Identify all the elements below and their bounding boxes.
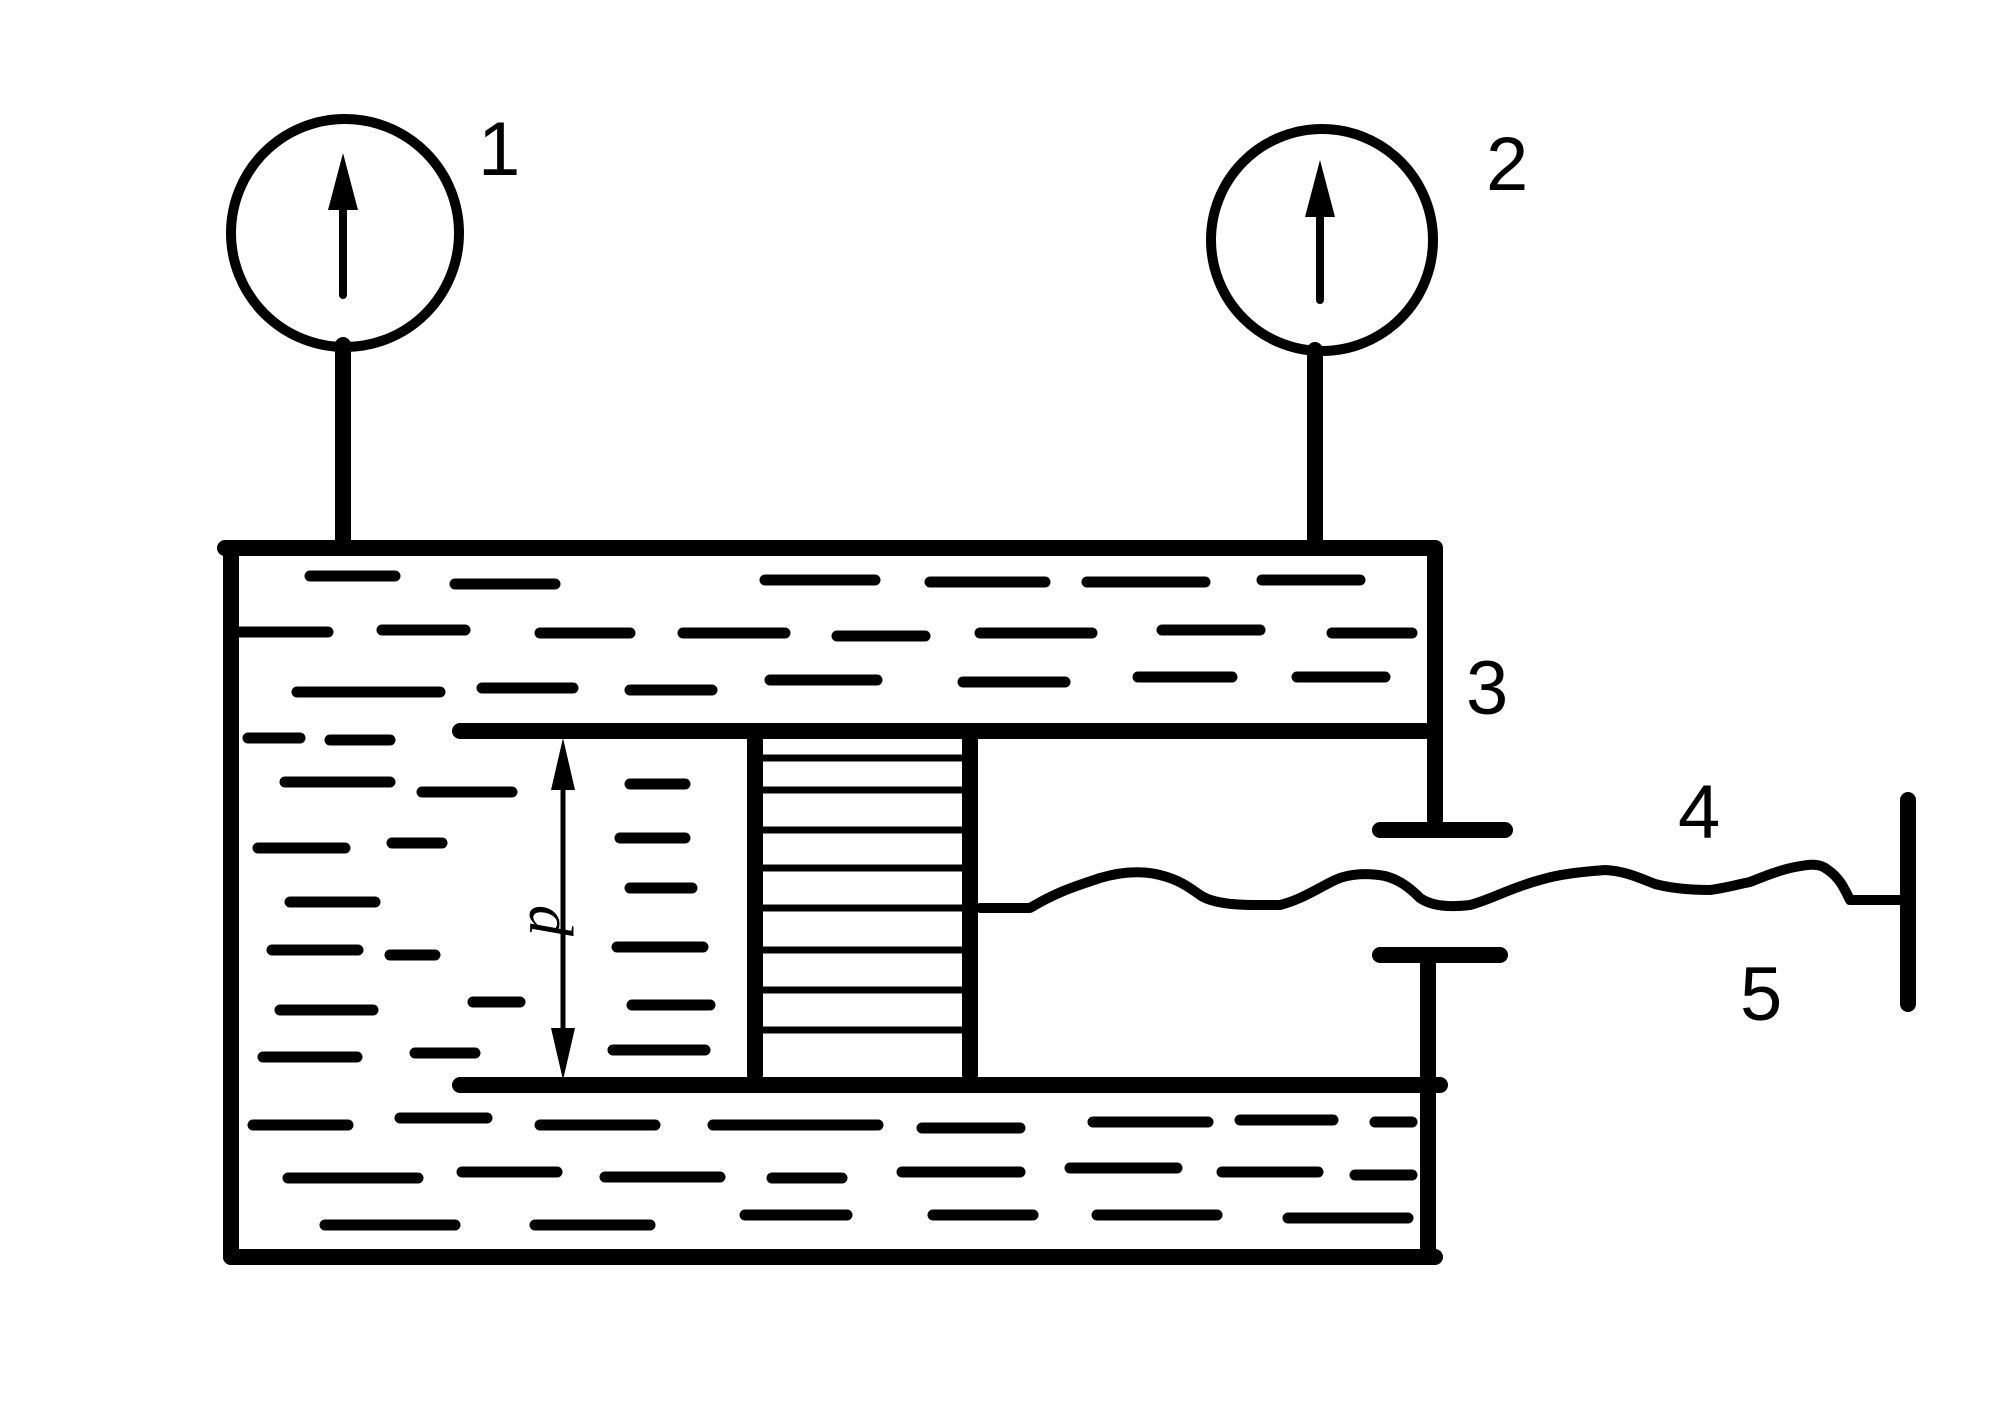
label-gauge-2: 2 [1486,122,1528,207]
pressure-gauge-1 [226,114,464,553]
label-part-4: 4 [1678,770,1720,855]
label-part-5: 5 [1740,952,1782,1037]
pressure-gauge-2 [1206,124,1438,548]
label-part-3: 3 [1466,646,1508,731]
inner-cylinder [452,723,1448,1093]
piston-rod-4 [975,859,1915,913]
seal-gland-3 [1372,822,1513,963]
dimension-d-arrow [551,738,575,1080]
piston [747,730,978,1083]
gauge-2-needle-arrow-up-icon [1305,160,1335,304]
label-dimension-d: d [516,905,584,937]
liquid-hatching [234,570,1418,1231]
gauge-1-needle-arrow-up-icon [328,153,358,299]
label-gauge-1: 1 [478,107,520,192]
outer-housing [217,540,1443,1265]
